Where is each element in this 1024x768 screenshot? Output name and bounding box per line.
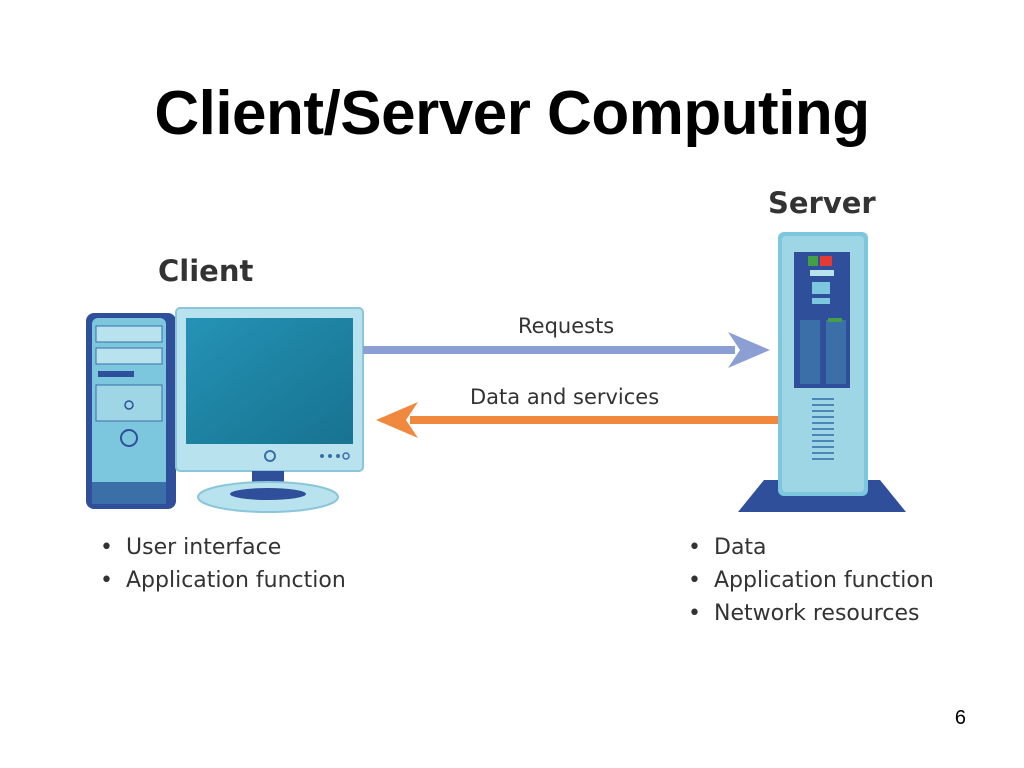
server-bullet-list: Data Application function Network resour… — [688, 531, 934, 630]
list-item: User interface — [100, 531, 346, 564]
page-number: 6 — [954, 707, 966, 729]
list-item-text: User interface — [126, 535, 282, 560]
requests-arrow — [363, 332, 770, 368]
list-item: Data — [688, 531, 934, 564]
client-label: Client — [158, 254, 254, 288]
server-icon — [738, 232, 906, 512]
list-item: Network resources — [688, 597, 934, 630]
requests-label: Requests — [518, 314, 615, 338]
list-item-text: Application function — [714, 568, 934, 593]
client-tower-icon — [86, 313, 176, 509]
data-and-services-arrow — [376, 402, 780, 438]
slide-title: Client/Server Computing — [154, 79, 870, 148]
data-and-services-label: Data and services — [470, 385, 660, 409]
list-item: Application function — [100, 564, 346, 597]
list-item-text: Network resources — [714, 601, 920, 626]
list-item: Application function — [688, 564, 934, 597]
server-label: Server — [768, 186, 876, 220]
list-item-text: Application function — [126, 568, 346, 593]
client-bullet-list: User interface Application function — [100, 531, 346, 597]
client-monitor-icon — [175, 307, 364, 513]
list-item-text: Data — [714, 535, 767, 560]
